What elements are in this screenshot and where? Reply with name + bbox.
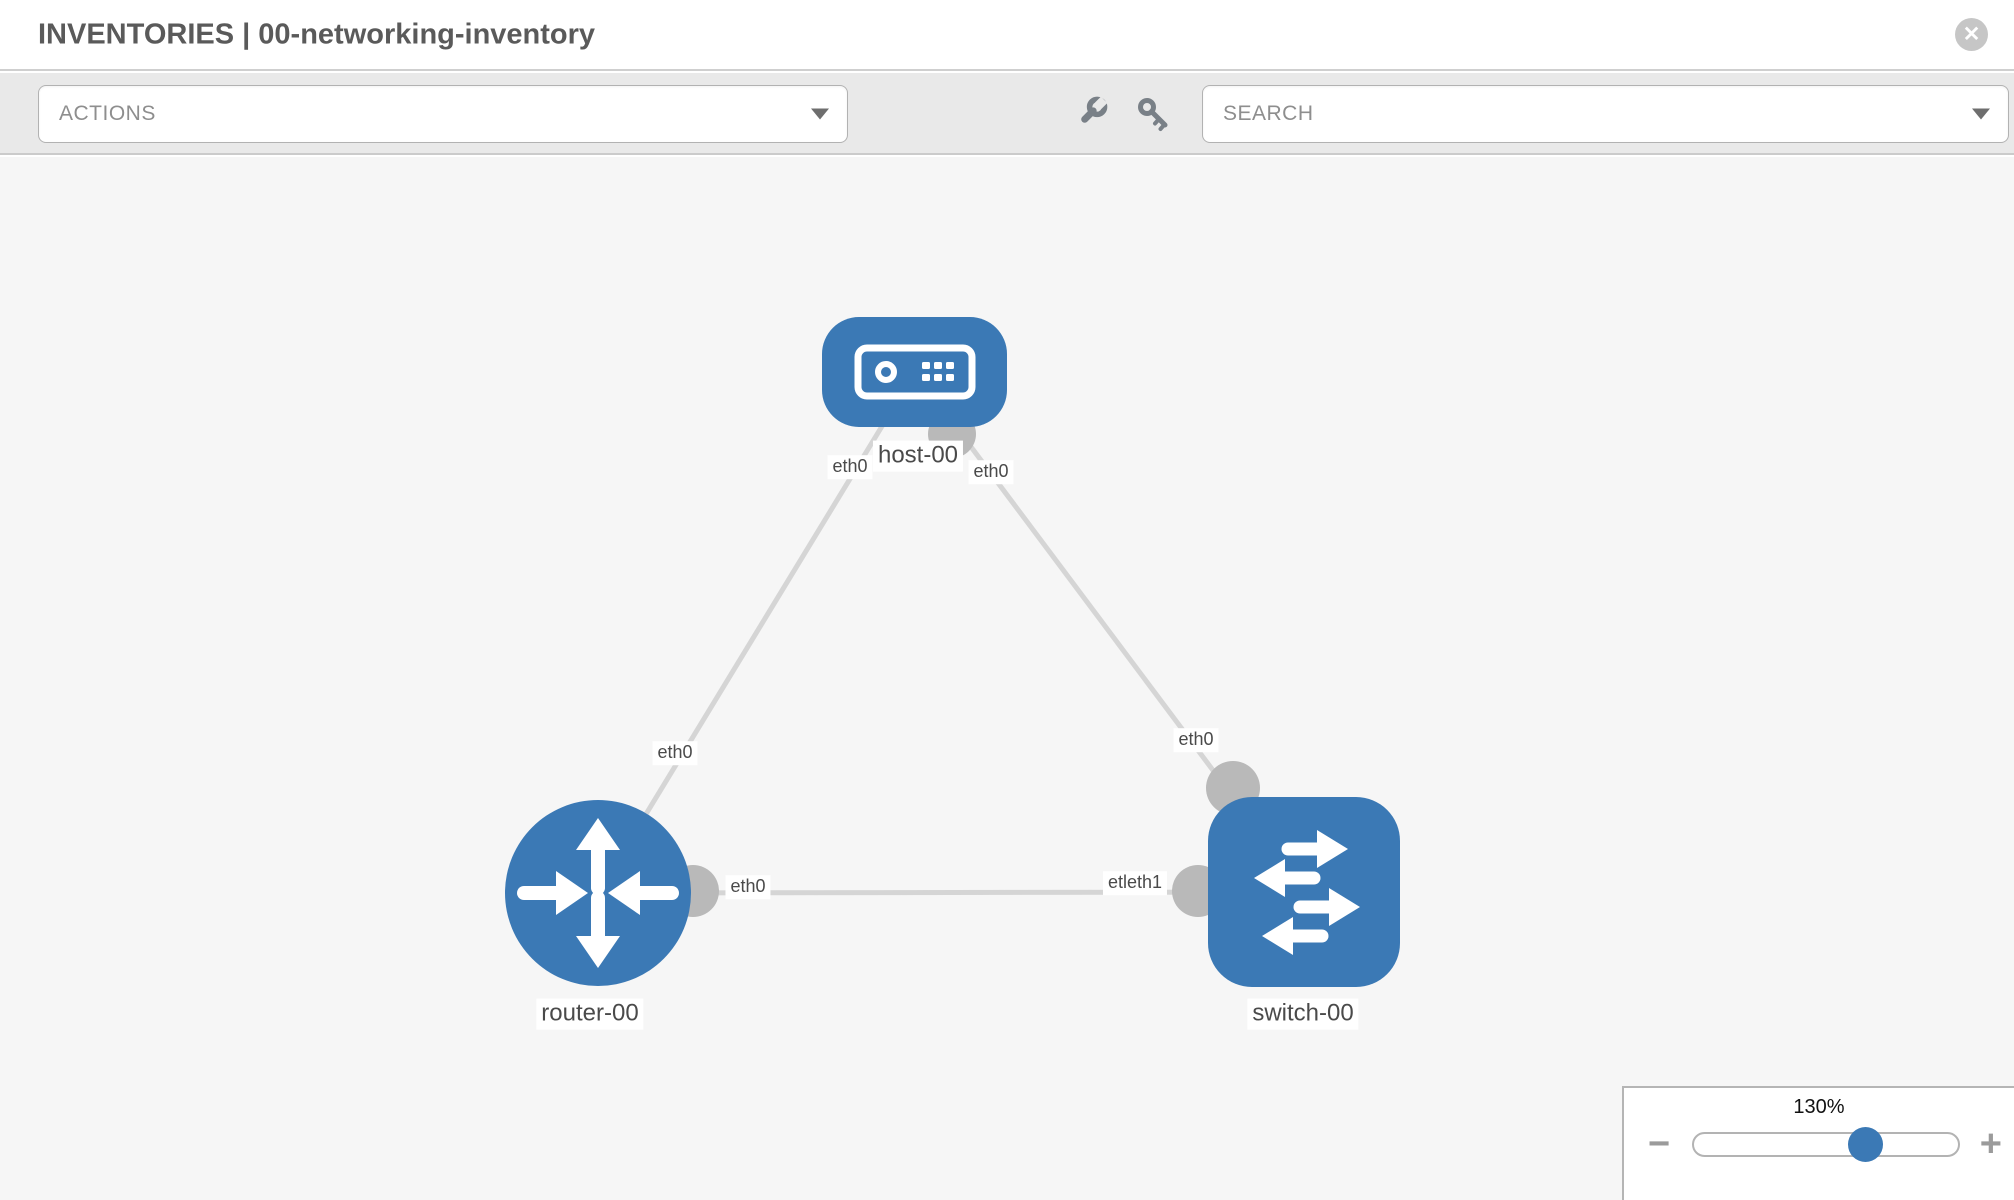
- node-label-host: host-00: [872, 440, 964, 472]
- node-label-switch: switch-00: [1247, 998, 1359, 1030]
- interface-label: etleth1: [1102, 871, 1168, 895]
- header-bar: INVENTORIES | 00-networking-inventory ✕: [0, 0, 2014, 71]
- node-label-router: router-00: [536, 998, 644, 1030]
- topology-canvas[interactable]: [0, 157, 2014, 1200]
- chevron-down-icon: [1972, 108, 1990, 120]
- node-router-00[interactable]: [505, 800, 691, 986]
- zoom-level-value: 130%: [1793, 1096, 1845, 1118]
- node-switch-00[interactable]: [1208, 797, 1400, 987]
- search-dropdown[interactable]: SEARCH: [1202, 85, 2009, 143]
- wrench-icon[interactable]: [1070, 94, 1110, 134]
- zoom-out-button[interactable]: −: [1648, 1123, 1671, 1165]
- zoom-slider-knob[interactable]: [1848, 1127, 1883, 1162]
- search-dropdown-label: SEARCH: [1223, 102, 1314, 125]
- interface-label: eth0: [652, 741, 698, 765]
- zoom-in-button[interactable]: +: [1979, 1123, 2002, 1165]
- node-host-00[interactable]: [822, 317, 1007, 427]
- key-icon[interactable]: [1134, 94, 1174, 134]
- key-icon-svg: [1138, 98, 1168, 131]
- interface-stubs: [667, 410, 1260, 917]
- router-icon: [517, 818, 679, 968]
- interface-label: eth0: [827, 455, 873, 479]
- wrench-icon-svg: [1081, 96, 1108, 123]
- chevron-down-icon: [811, 108, 829, 120]
- actions-dropdown-label: ACTIONS: [59, 102, 156, 125]
- interface-label: eth0: [1173, 728, 1219, 752]
- topology-svg: [505, 317, 1400, 987]
- page-title: INVENTORIES | 00-networking-inventory: [38, 18, 596, 50]
- switch-icon: [1254, 830, 1360, 955]
- interface-label: eth0: [725, 875, 771, 899]
- server-icon: [854, 344, 976, 400]
- zoom-slider-track[interactable]: [1692, 1127, 1960, 1162]
- toolbar: ACTIONS SEARCH: [0, 73, 2014, 155]
- zoom-panel: 130% − +: [1622, 1086, 2014, 1200]
- interface-label: eth0: [968, 460, 1014, 484]
- actions-dropdown[interactable]: ACTIONS: [38, 85, 848, 143]
- close-icon[interactable]: ✕: [1955, 18, 1988, 51]
